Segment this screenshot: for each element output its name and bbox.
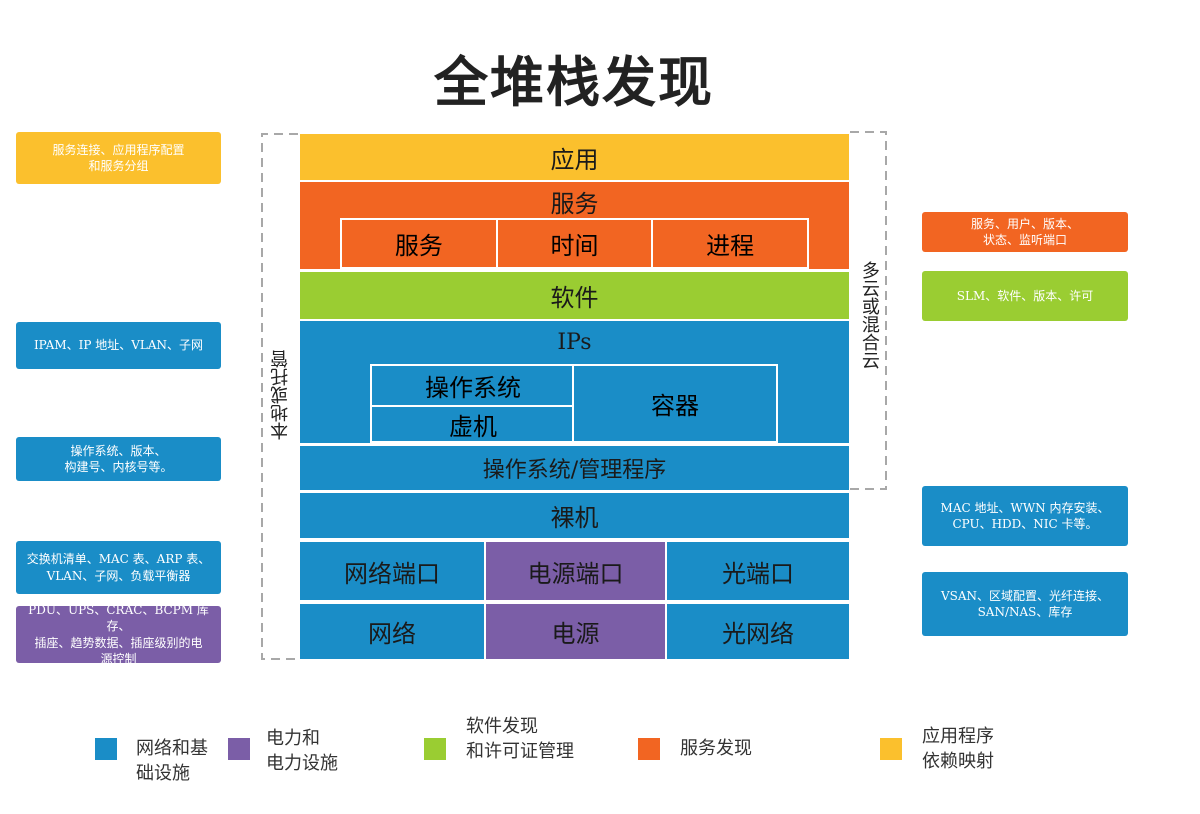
legend-label-app: 应用程序 依赖映射: [922, 726, 994, 773]
legend-label-power: 电力和 电力设施: [266, 728, 338, 775]
cell-container: 容器: [572, 364, 778, 443]
legend-label-services: 服务发现: [680, 738, 752, 759]
cell-optical-network: 光网络: [667, 604, 849, 659]
layer-services-label: 服务: [550, 189, 599, 218]
legend-swatch-app: [880, 738, 902, 760]
right-label-slm: SLM、软件、版本、许可: [922, 271, 1128, 321]
multicloud-label: 多云或混合云: [858, 261, 880, 369]
cell-network: 网络: [300, 604, 484, 659]
legend-swatch-network: [95, 738, 117, 760]
service-cells: 服务 时间 进程: [340, 218, 810, 269]
left-bracket: [261, 133, 298, 660]
layer-services: 服务 服务 时间 进程: [300, 182, 849, 269]
layer-hypervisor: 操作系统/管理程序: [300, 446, 849, 490]
left-label-switch: 交换机清单、MAC 表、ARP 表、 VLAN、子网、负载平衡器: [16, 541, 221, 594]
layer-ips-label: IPs: [557, 329, 592, 355]
legend-label-network: 网络和基 础设施: [136, 738, 208, 785]
left-label-os: 操作系统、版本、 构建号、内核号等。: [16, 437, 221, 481]
cell-power-port: 电源端口: [486, 542, 665, 600]
cell-vm: 虚机: [370, 405, 574, 443]
legend-swatch-services: [638, 738, 660, 760]
layer-ips: IPs 操作系统 虚机 容器: [300, 321, 849, 443]
on-premise-label: 本地或托管: [270, 350, 292, 440]
layer-application: 应用: [300, 134, 849, 180]
right-label-vsan: VSAN、区域配置、光纤连接、 SAN/NAS、库存: [922, 572, 1128, 636]
left-label-app-dependency: 服务连接、应用程序配置 和服务分组: [16, 132, 221, 184]
service-cell-time: 时间: [495, 218, 652, 269]
legend-swatch-software: [424, 738, 446, 760]
page-title: 全堆栈发现: [434, 51, 714, 114]
layer-bare-metal: 裸机: [300, 493, 849, 538]
cell-optical-port: 光端口: [667, 542, 849, 600]
service-cell-service: 服务: [340, 218, 496, 269]
service-cell-process: 进程: [651, 218, 810, 269]
left-label-ipam: IPAM、IP 地址、VLAN、子网: [16, 322, 221, 369]
left-label-power: PDU、UPS、CRAC、BCPM 库存、 插座、趋势数据、插座级别的电 源控制: [16, 603, 221, 666]
right-label-mac: MAC 地址、WWN 内存安装、 CPU、HDD、NIC 卡等。: [922, 486, 1128, 546]
layer-software: 软件: [300, 272, 849, 319]
legend-swatch-power: [228, 738, 250, 760]
cell-network-port: 网络端口: [300, 542, 484, 600]
cell-power: 电源: [486, 604, 665, 659]
right-bracket: [850, 131, 887, 490]
legend-label-software: 软件发现 和许可证管理: [466, 716, 574, 763]
right-label-services: 服务、用户、版本、 状态、监听端口: [922, 212, 1128, 252]
cell-os: 操作系统: [370, 364, 574, 407]
